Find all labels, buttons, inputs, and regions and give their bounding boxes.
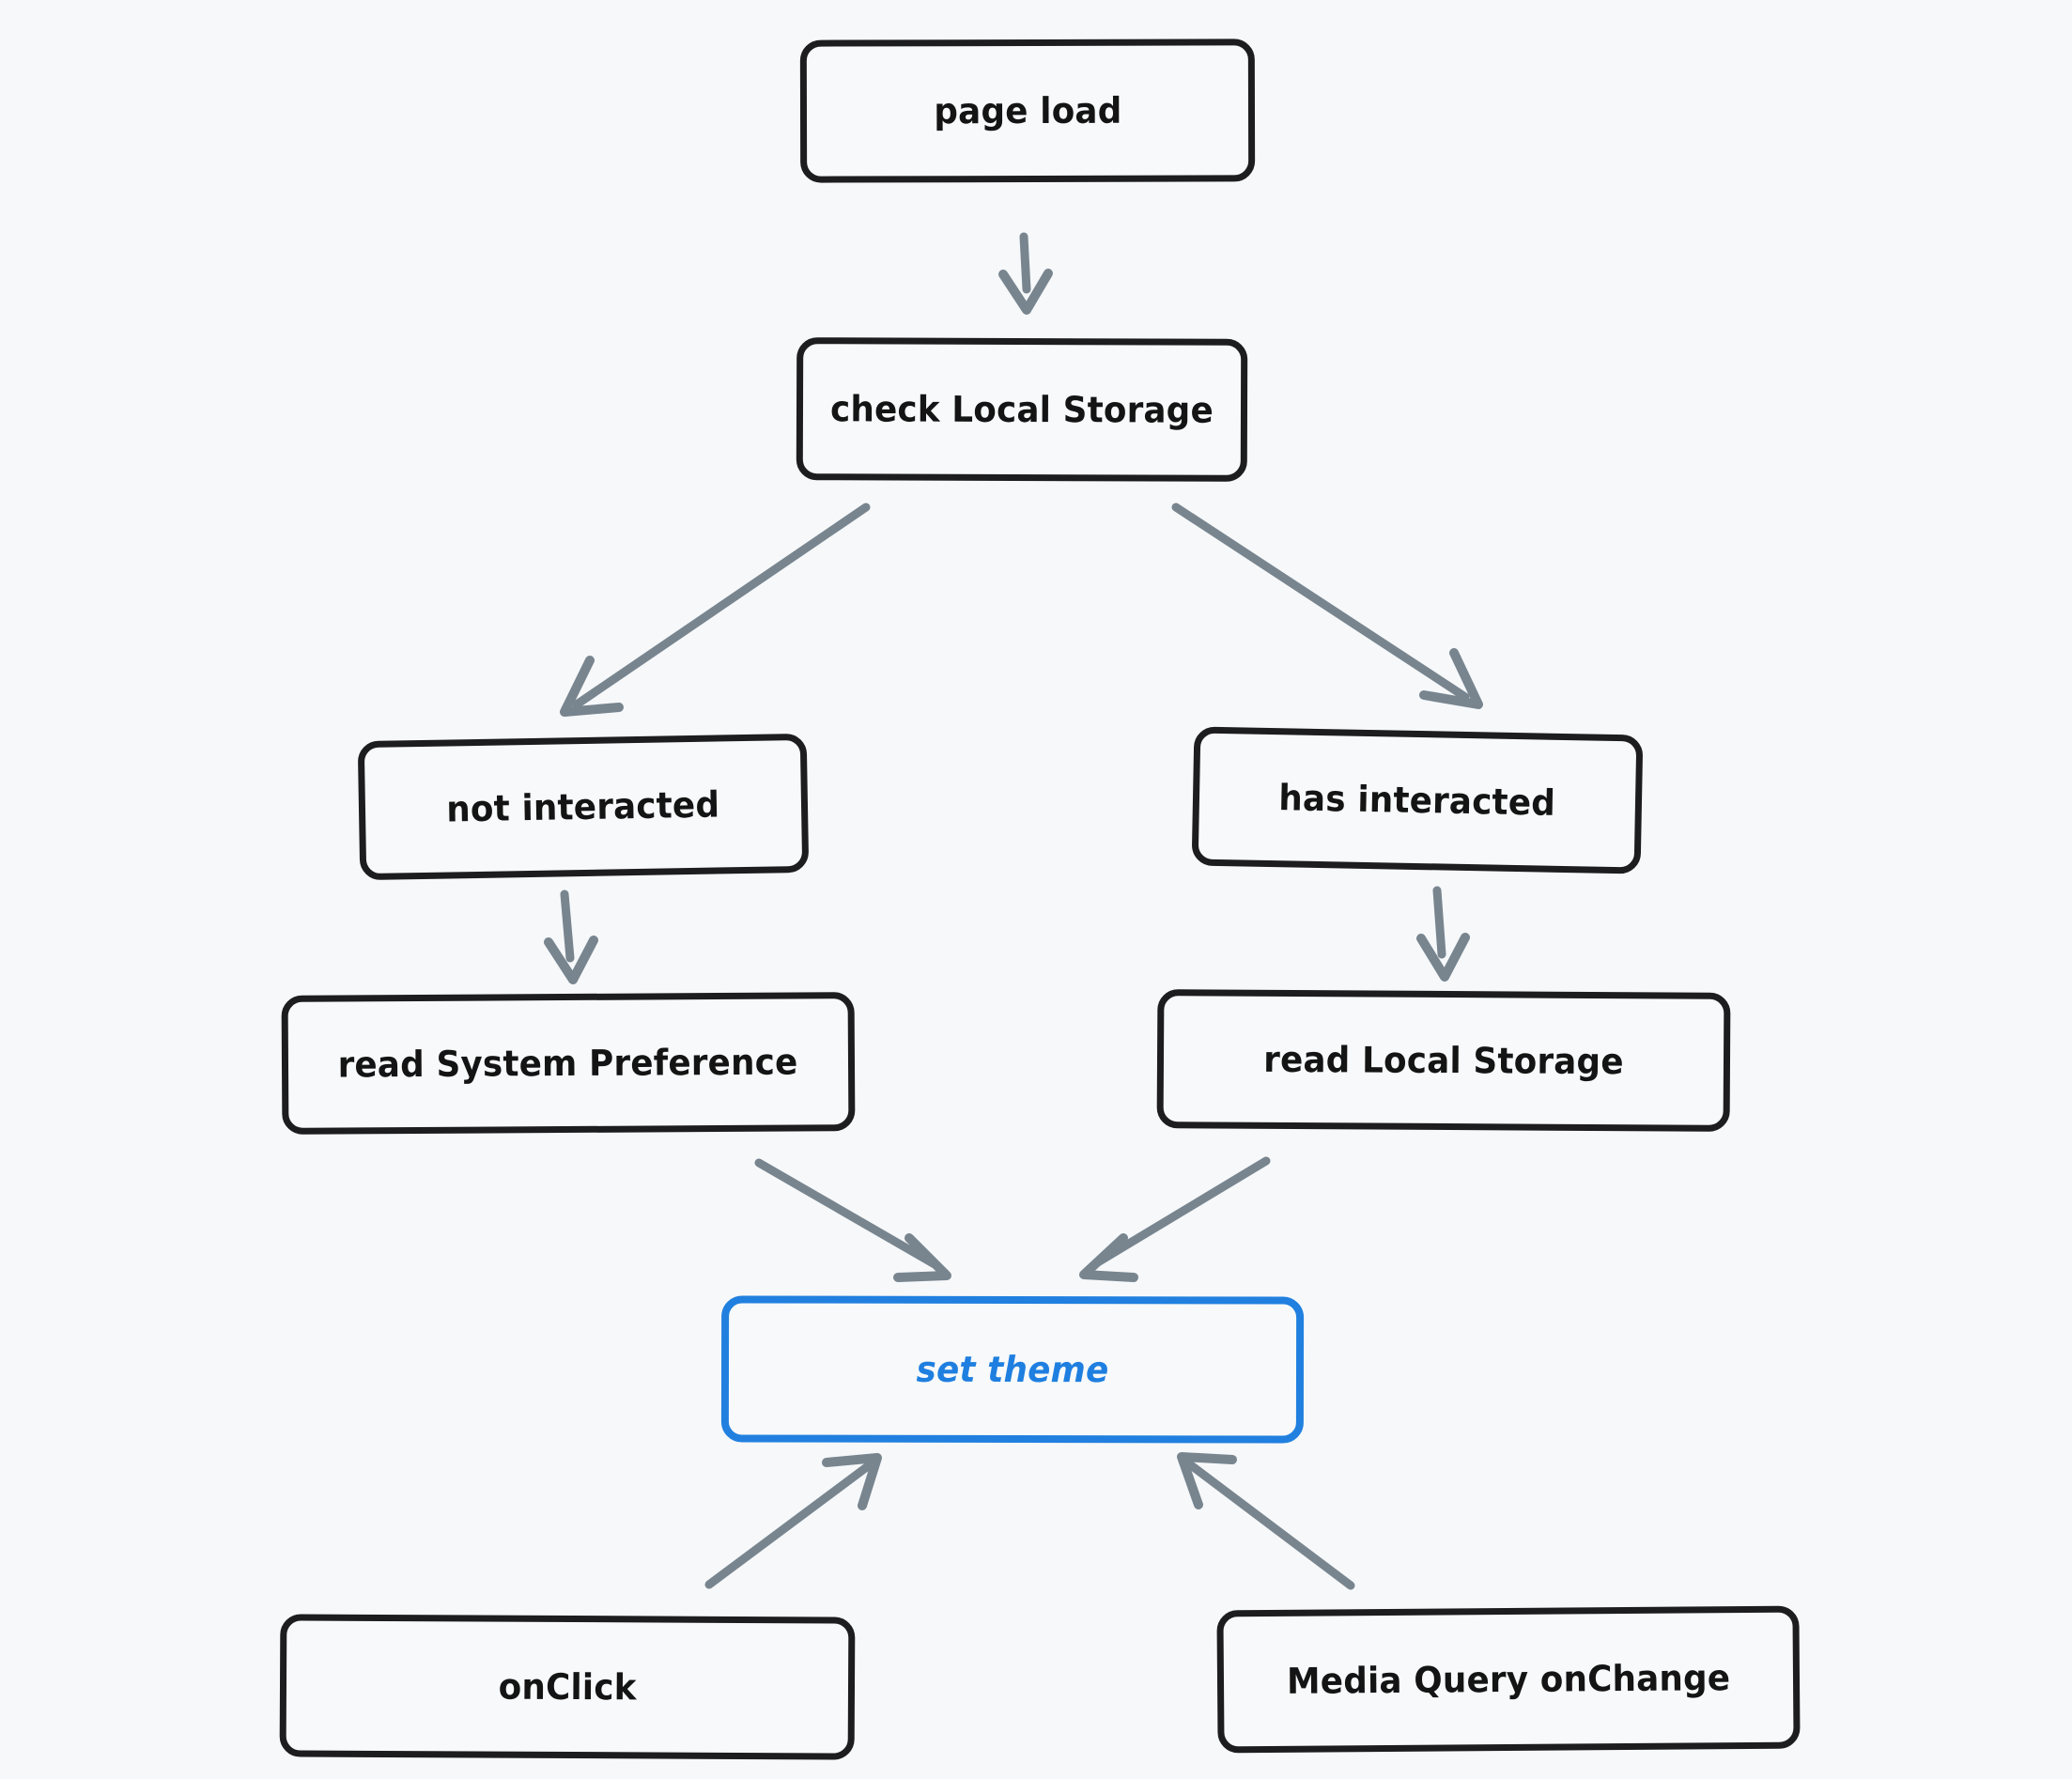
node-label: not interacted [446,783,720,830]
node-read-local-storage[interactable]: read Local Storage [1156,989,1731,1132]
node-label: read System Preference [337,1041,799,1086]
node-not-interacted[interactable]: not interacted [357,733,810,881]
node-page-load[interactable]: page load [799,39,1256,183]
node-check-local-storage[interactable]: check Local Storage [796,337,1248,482]
edge-check-local-to-not-interacted [560,503,871,717]
node-label: page load [933,89,1122,132]
edge-read-local-to-set-theme [1079,1156,1271,1282]
node-label: set theme [916,1348,1109,1391]
edge-not-interacted-to-read-system [544,890,598,984]
node-media-query-onchange[interactable]: Media Query onChange [1216,1605,1801,1754]
edge-read-system-to-set-theme [754,1158,951,1282]
node-label: has interacted [1278,777,1556,824]
node-has-interacted[interactable]: has interacted [1191,726,1644,874]
node-label: Media Query onChange [1286,1657,1731,1702]
edge-page-load-to-check-local [998,232,1053,315]
edge-has-interacted-to-read-local [1416,886,1470,982]
node-read-system-preference[interactable]: read System Preference [281,992,856,1135]
node-onclick[interactable]: onClick [279,1614,856,1760]
edge-onclick-to-set-theme [704,1453,882,1589]
node-set-theme[interactable]: set theme [720,1295,1305,1444]
node-label: read Local Storage [1263,1038,1624,1083]
node-label: check Local Storage [829,388,1214,431]
node-label: onClick [498,1665,637,1709]
edge-media-query-to-set-theme [1177,1452,1355,1590]
edge-check-local-to-has-interacted [1171,503,1483,709]
